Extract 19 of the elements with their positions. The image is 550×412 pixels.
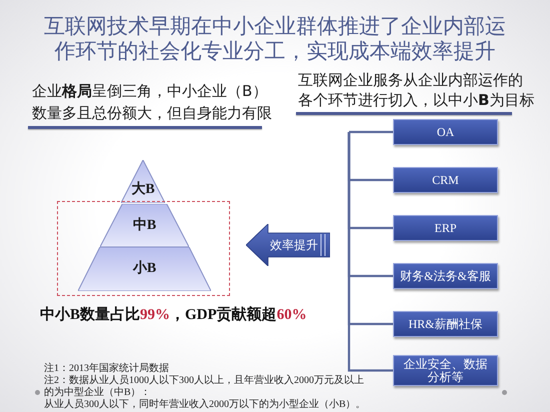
title-text: 互联网技术早期在中小企业群体推进了企业内部运作环节的社会化专业分工，实现成本端效率提升 (43, 14, 507, 64)
category-box: 财务&法务&客服 (393, 263, 498, 289)
category-box: HR&薪酬社保 (393, 311, 498, 337)
category-box: 企业安全、数据分析等 (393, 355, 498, 386)
pyramid-level: 小B (78, 247, 211, 291)
footnote-text: 注2：数据从业人员1000人以下300人以上，且年营业收入2000万元及以上的为中型企业（中B）： (44, 375, 365, 398)
heading-text: 企业格局呈倒三角，中小企业（B）数量多且总份额大，但自身能力有限 (32, 81, 273, 124)
heading-text: 互联网企业服务从企业内部运作的各个环节进行切入，以中小B为目标 (298, 70, 536, 110)
category-box: CRM (393, 167, 498, 193)
connector-line (348, 130, 393, 134)
connector-line (348, 132, 393, 372)
dashed-frame (57, 201, 230, 296)
pyramid-level: 大B (121, 160, 165, 203)
block-arrow: 效率提升 (246, 224, 330, 266)
statistic-text: 中小B数量占比99%，GDP贡献额超60% (40, 305, 307, 325)
footnote-text: 注1：2013年国家统计局数据 (44, 363, 170, 374)
category-box: ERP (393, 215, 498, 241)
category-box: OA (393, 119, 498, 145)
footnote-text: 从业人员300人以下，同时年营业收入2000万以下的为小型企业（小B）。 (44, 399, 366, 411)
